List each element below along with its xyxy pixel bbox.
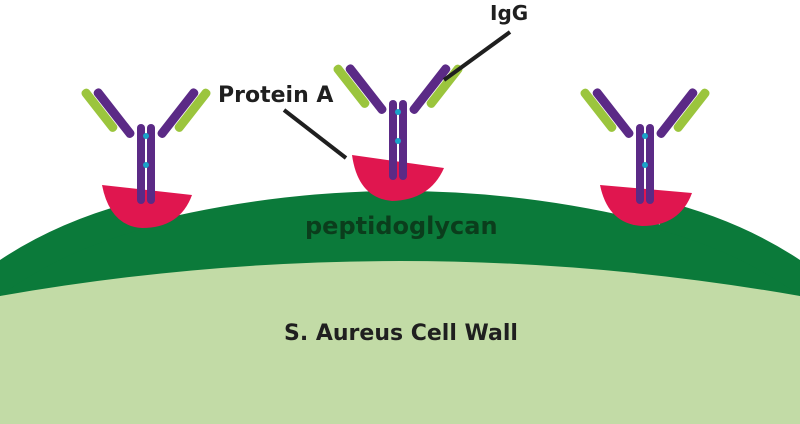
igg-antibody-left — [79, 86, 213, 204]
protein-a-label: Protein A — [218, 83, 333, 108]
protein-a-center — [352, 155, 444, 201]
protein-a-left — [102, 185, 192, 228]
igg-leader-line — [442, 30, 512, 82]
protein-a-leader-line — [282, 108, 348, 160]
complex-left — [79, 86, 213, 228]
complex-center — [331, 62, 465, 201]
peptidoglycan-layer — [0, 191, 800, 296]
cell-wall-label: S. Aureus Cell Wall — [284, 321, 518, 346]
igg-antibody-right — [578, 86, 712, 204]
protein-a-right — [600, 185, 692, 226]
complex-right — [578, 86, 712, 226]
igg-label: IgG — [490, 1, 528, 25]
cell-wall-region — [0, 257, 800, 424]
peptidoglycan-label: peptidoglycan — [305, 212, 498, 240]
